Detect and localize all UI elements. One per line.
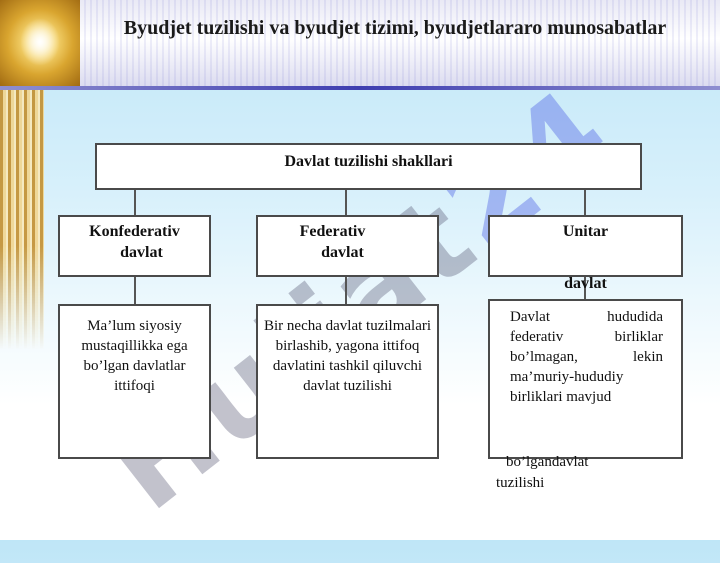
connector-right	[584, 277, 586, 299]
gold-pillars-decoration	[0, 90, 44, 350]
node-confederative-label-1: Konfederativ	[89, 223, 180, 240]
root-node: Davlat tuzilishi shakllari	[95, 143, 642, 190]
desc-confederative: Ma’lum siyosiy mustaqillikka ega bo’lgan…	[58, 304, 211, 459]
root-node-label: Davlat tuzilishi shakllari	[284, 153, 453, 170]
node-unitary-label-1: Unitar	[562, 223, 609, 240]
connector-root-center	[345, 190, 347, 215]
connector-root-left	[134, 190, 136, 215]
desc-federative: Bir necha davlat tuzilmalari birlashib, …	[256, 304, 439, 459]
node-unitary: Unitar davlat	[488, 215, 683, 292]
desc-unitary-text: Davlat hududida federativ birliklar bo’l…	[510, 309, 663, 405]
desc-federative-text: Bir necha davlat tuzilmalari birlashib, …	[264, 318, 432, 394]
header-banner	[0, 0, 720, 86]
node-federative-label-1: Federativ	[299, 223, 366, 240]
slide-title: Byudjet tuzilishi va byudjet tizimi, byu…	[123, 17, 667, 39]
header-divider	[0, 86, 720, 90]
node-confederative: Konfederativ davlat	[58, 215, 211, 277]
desc-confederative-text: Ma’lum siyosiy mustaqillikka ega bo’lgan…	[81, 318, 188, 394]
node-confederative-label-2: davlat	[120, 244, 163, 261]
connector-root-right	[584, 190, 586, 215]
node-federative: Federativ davlat	[256, 215, 439, 277]
node-unitary-label-2: davlat	[564, 275, 607, 292]
sparkle-icon	[20, 18, 60, 66]
desc-unitary: Davlat hududida federativ birliklar bo’l…	[488, 299, 683, 459]
connector-center	[345, 277, 347, 304]
desc-unitary-overflow-2: tuzilishi	[496, 475, 545, 491]
connector-left	[134, 277, 136, 304]
gold-ornament-icon	[0, 0, 80, 86]
node-federative-label-2: davlat	[321, 244, 364, 261]
desc-unitary-overflow-1: bo’lgandavlat	[506, 454, 589, 470]
header-stripes	[78, 0, 720, 86]
